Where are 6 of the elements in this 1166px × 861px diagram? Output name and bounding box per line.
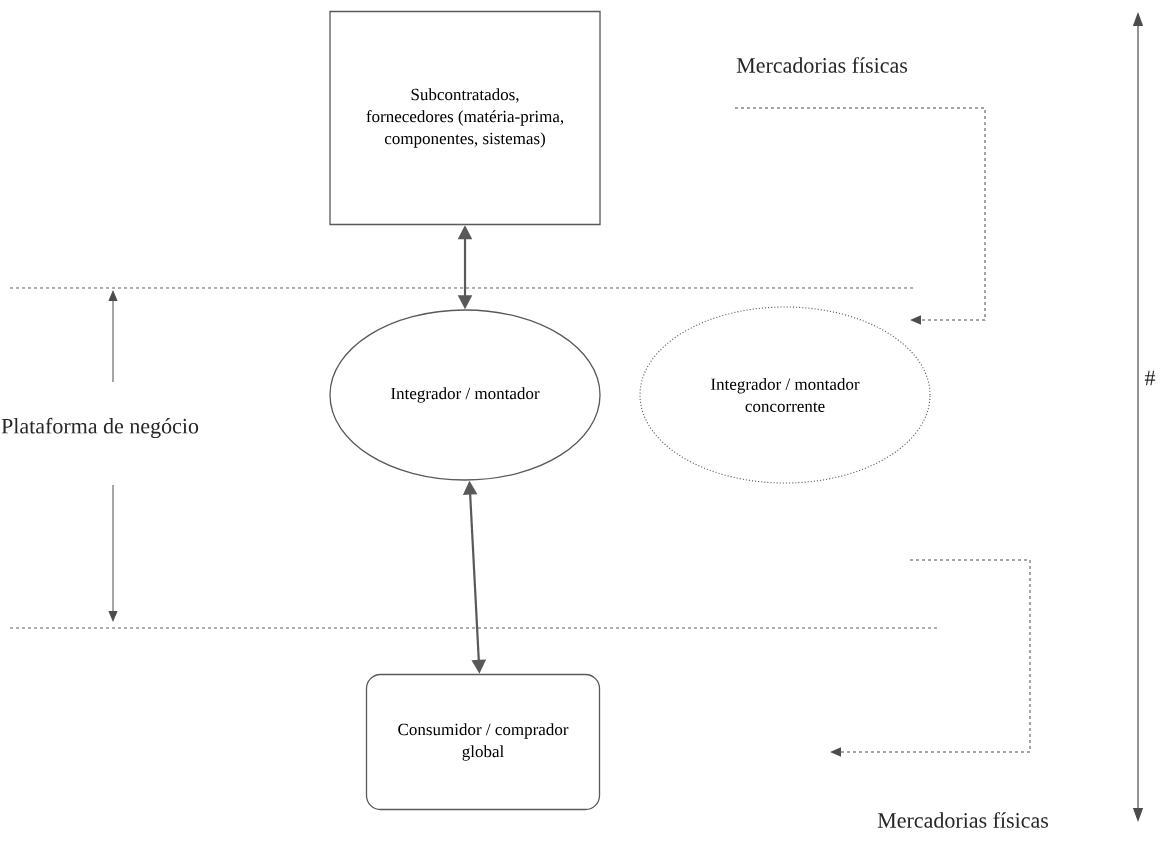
flow-label: Mercadorias físicas bbox=[736, 57, 908, 73]
supplier-box: Subcontratados, fornecedores (matéria-prima, componentes, sistemas) bbox=[329, 10, 601, 226]
rounded-box: Consumidor / comprador global bbox=[365, 673, 601, 811]
hash-label: # bbox=[1144, 370, 1156, 386]
side-label: Plataforma de negócio bbox=[1, 417, 199, 439]
flow-label: Mercadorias físicas bbox=[877, 812, 1049, 828]
